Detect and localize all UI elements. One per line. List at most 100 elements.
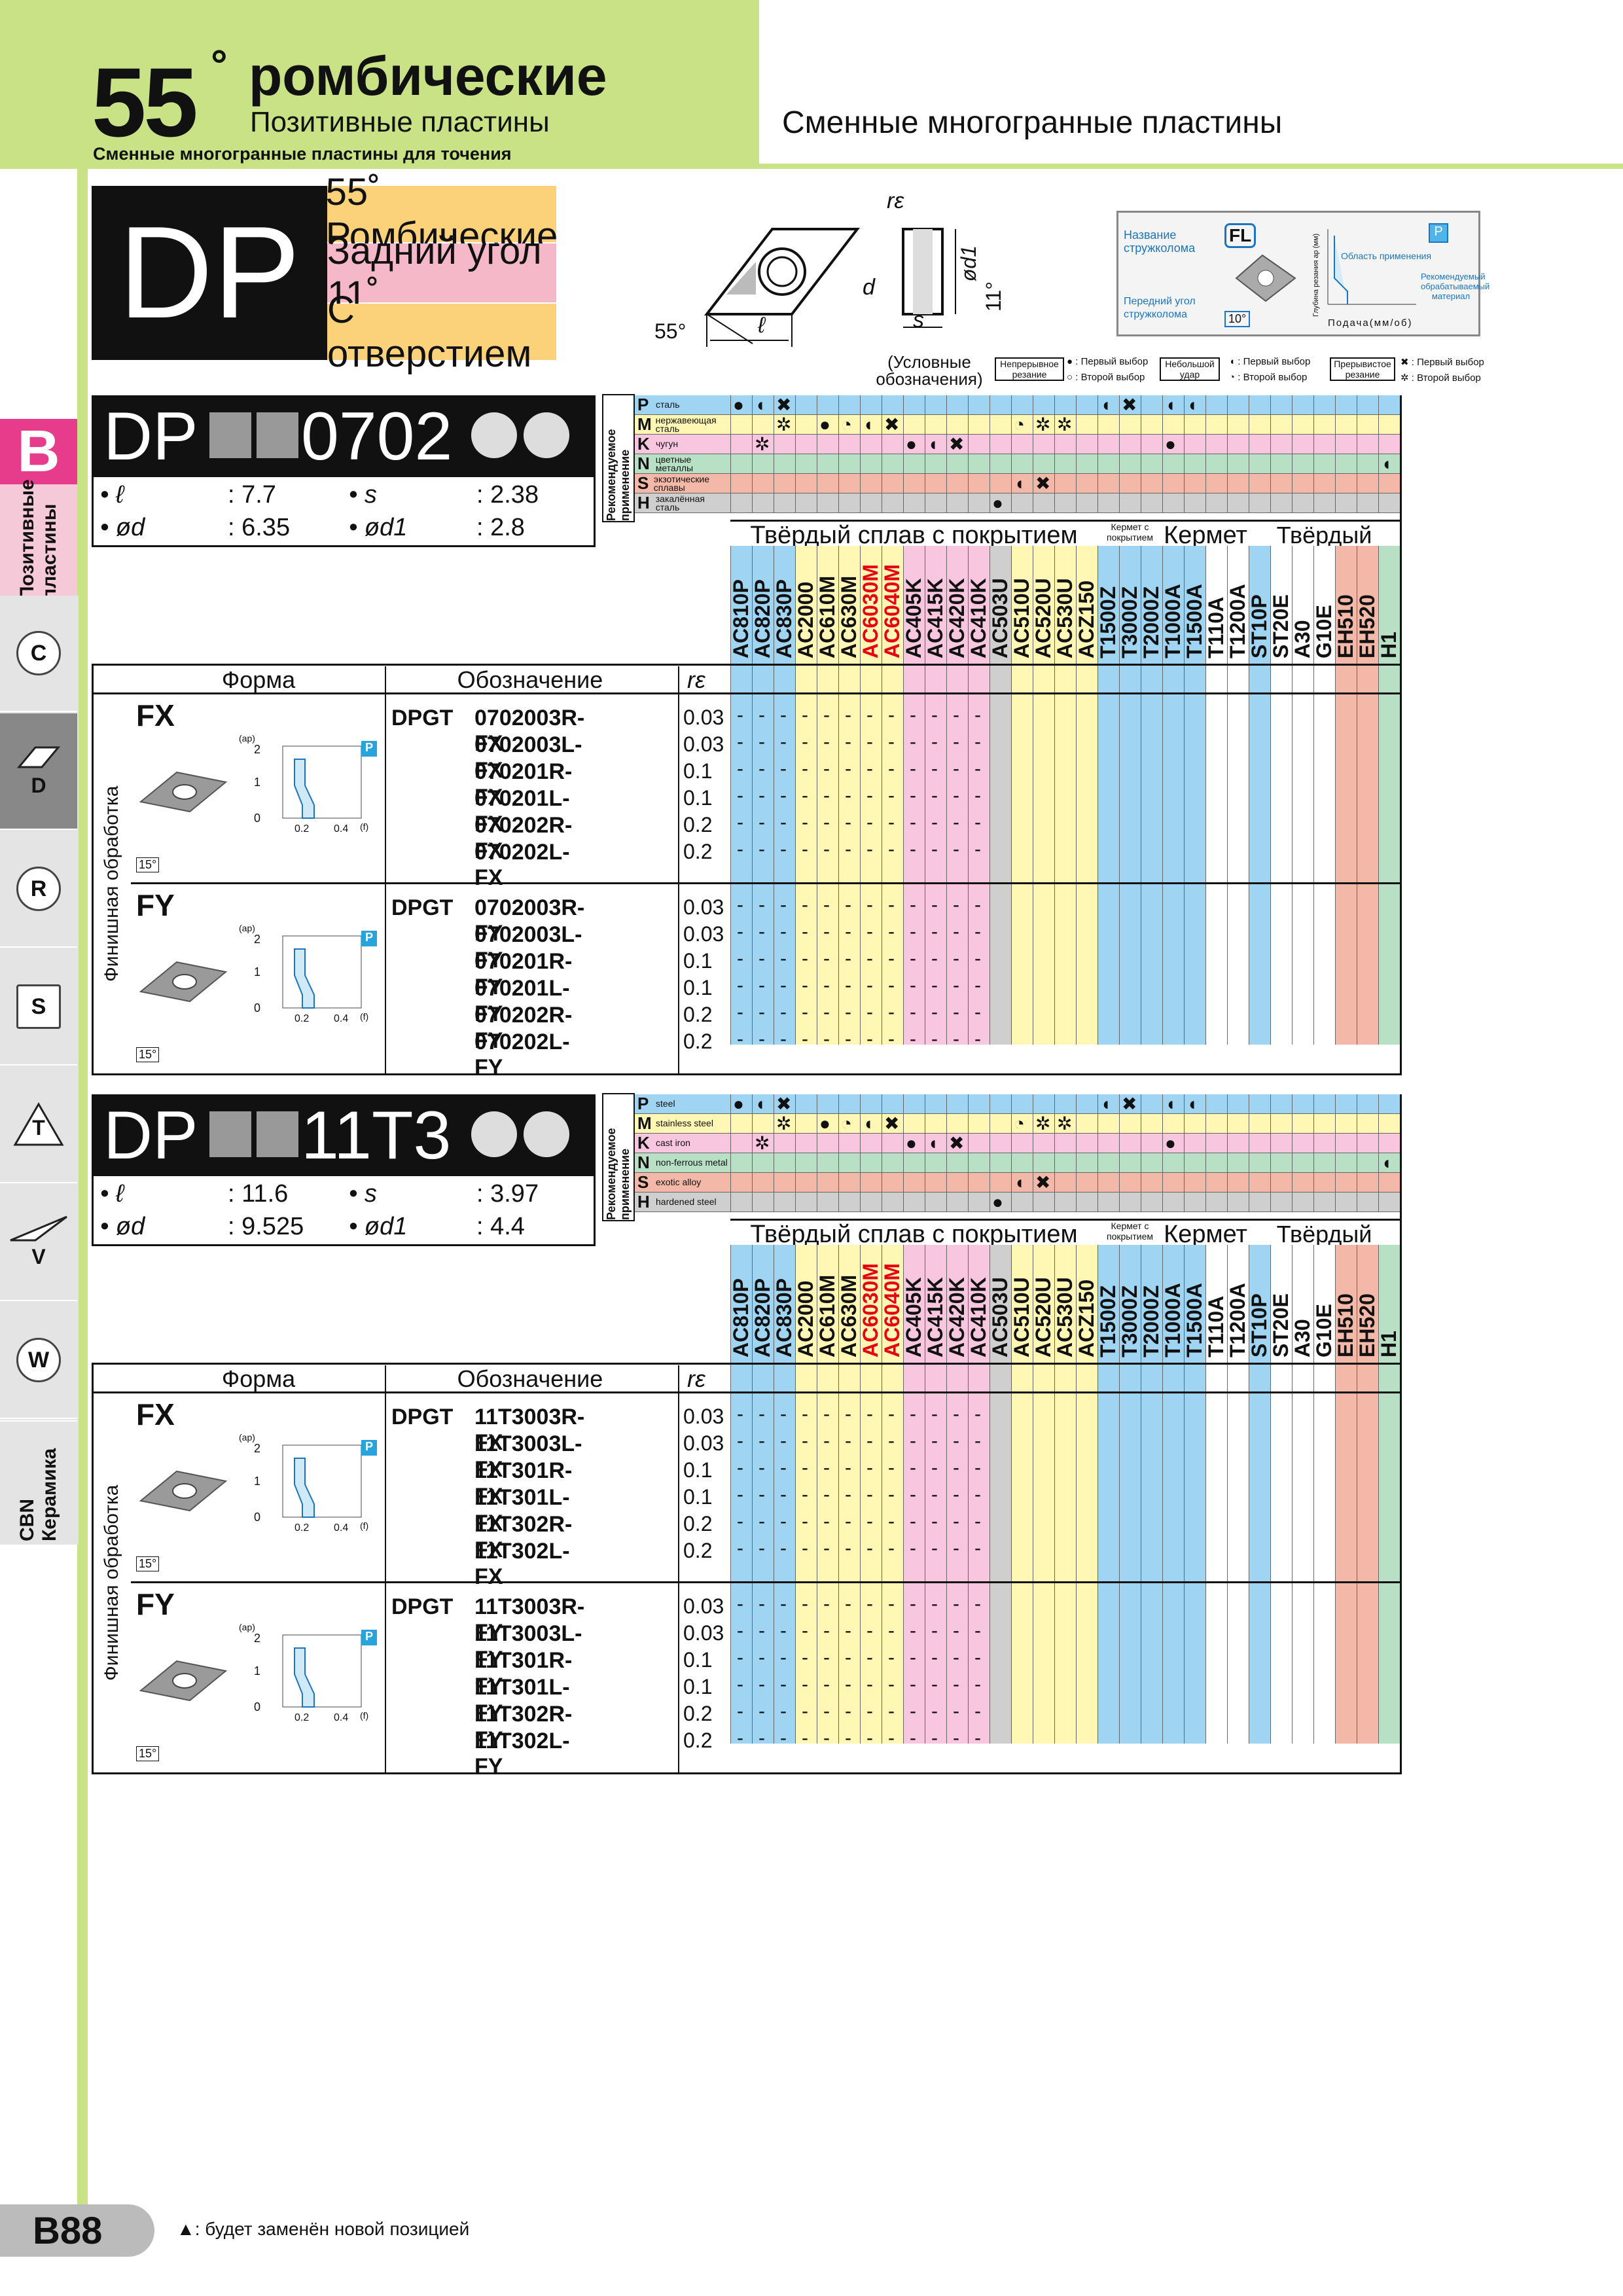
grade-cell: - [931, 921, 938, 942]
grade-name: A30 [1291, 1319, 1314, 1357]
iso-letter: K [637, 434, 650, 454]
grade-mark-icon: ✲ [1035, 414, 1051, 435]
grid-line [1162, 1094, 1163, 1212]
material-row [730, 1094, 1400, 1114]
corner-radius-value: 0.1 [683, 786, 713, 810]
grade-cell: - [845, 1537, 851, 1559]
tab-r[interactable]: R [0, 831, 77, 948]
grid-line [385, 666, 386, 1073]
grade-cell: - [931, 1430, 938, 1452]
second-choice-icon: ✲ [1400, 372, 1412, 384]
grade-cell: - [974, 838, 981, 860]
grade-cell: - [953, 1727, 959, 1749]
grade-cell: - [888, 975, 895, 996]
grade-cell: - [823, 1001, 830, 1023]
tab-cbn[interactable]: CBN Керамика [0, 1420, 77, 1541]
grade-cell: - [780, 1403, 787, 1425]
grade-mark-icon: ● [992, 493, 1003, 513]
grade-mark-icon: ◖ [755, 395, 766, 415]
grade-cell: - [758, 948, 765, 969]
grade-column [817, 546, 838, 1045]
tab-c[interactable]: C [0, 596, 77, 712]
group-coated: Твёрдый сплав с покрытием [730, 1219, 1097, 1248]
grade-cell: - [974, 812, 981, 833]
dim-label: • s [349, 481, 377, 509]
material-name: чугун [656, 439, 679, 449]
grade-cell: - [888, 758, 895, 780]
grade-cell: - [974, 1484, 981, 1505]
grade-cell: - [845, 1457, 851, 1479]
hole-label: С отверстием [327, 289, 556, 375]
designation: 11T302L-FY [474, 1729, 570, 1779]
corner-radius-value: 0.2 [683, 813, 713, 836]
corner-radius-label: rε [887, 188, 904, 213]
grid-line [903, 1094, 904, 1212]
grade-name: T1500A [1183, 1283, 1206, 1357]
grade-cell: - [953, 1001, 959, 1023]
designation: 11T3003L-FY [474, 1621, 582, 1672]
grade-cell: - [910, 758, 916, 780]
grade-cell: - [802, 975, 808, 996]
grade-cell: - [823, 1457, 830, 1479]
grade-cell: - [953, 1620, 959, 1641]
grade-column [795, 1245, 817, 1744]
tab-t[interactable]: T [0, 1067, 77, 1183]
grade-cell: - [931, 838, 938, 860]
grade-mark-icon: ◖ [863, 414, 874, 435]
insert-drawing [704, 228, 956, 347]
grade-cell: - [823, 1727, 830, 1749]
material-name: cast iron [656, 1138, 690, 1148]
header-rule [92, 692, 1400, 694]
grade-cell: - [974, 1620, 981, 1641]
grade-cell: - [758, 731, 765, 753]
grade-column [1227, 546, 1249, 1045]
grade-cell: - [780, 1647, 787, 1668]
grade-cell: - [758, 1593, 765, 1615]
grade-cell: - [758, 1001, 765, 1023]
grade-column [1119, 1245, 1141, 1744]
grade-mark-icon: ✖ [776, 1094, 792, 1114]
tab-v[interactable]: V [0, 1185, 77, 1301]
grade-name: AC415K [923, 578, 947, 658]
chart-tick: 2 [254, 933, 261, 946]
grade-mark-icon: ◔ [1014, 1113, 1025, 1134]
grade-cell: - [888, 1028, 895, 1050]
grid-line [730, 1094, 731, 1212]
grade-cell: - [737, 1511, 743, 1532]
grade-column [1119, 546, 1141, 1045]
grid-line [385, 1365, 386, 1772]
grade-mark-icon: ✖ [1122, 395, 1137, 415]
material-name: exotic alloy [656, 1177, 702, 1187]
chart-tick: 0 [254, 1700, 261, 1713]
grade-cell: - [888, 1537, 895, 1559]
table-right-rule [1400, 395, 1402, 1075]
grade-cell: - [802, 731, 808, 753]
triangle-icon [13, 1102, 64, 1146]
grade-cell: - [758, 894, 765, 916]
chart-tick: 0.2 [294, 1013, 310, 1024]
trigon-icon: W [16, 1338, 61, 1382]
grid-line [1097, 1094, 1098, 1212]
chipbreaker-name: FX [136, 698, 175, 732]
legend-insert-icon [1235, 254, 1296, 302]
grade-cell: - [888, 1727, 895, 1749]
grade-cell: - [780, 1001, 787, 1023]
grade-cell: - [866, 1001, 873, 1023]
grid-line [1205, 1094, 1206, 1212]
grade-name: AC530U [1053, 578, 1077, 658]
grade-cell: - [888, 921, 895, 942]
v-shape-icon [10, 1215, 67, 1242]
chart-tick: 0.2 [294, 1522, 310, 1534]
grade-name: AC6030M [859, 1263, 882, 1357]
legend-area: Область применения [1341, 251, 1432, 261]
tab-d[interactable]: D [0, 713, 77, 830]
corner-radius-value: 0.1 [683, 1485, 713, 1509]
tab-s[interactable]: S [0, 949, 77, 1066]
grade-column [1184, 546, 1205, 1045]
grade-name: AC610M [815, 575, 839, 658]
grade-cell: - [888, 1457, 895, 1479]
tab-w[interactable]: W [0, 1302, 77, 1419]
tab-t-label: T [32, 1116, 45, 1139]
chart-tick: 1 [254, 965, 261, 978]
grade-name: T1200A [1226, 1283, 1249, 1357]
